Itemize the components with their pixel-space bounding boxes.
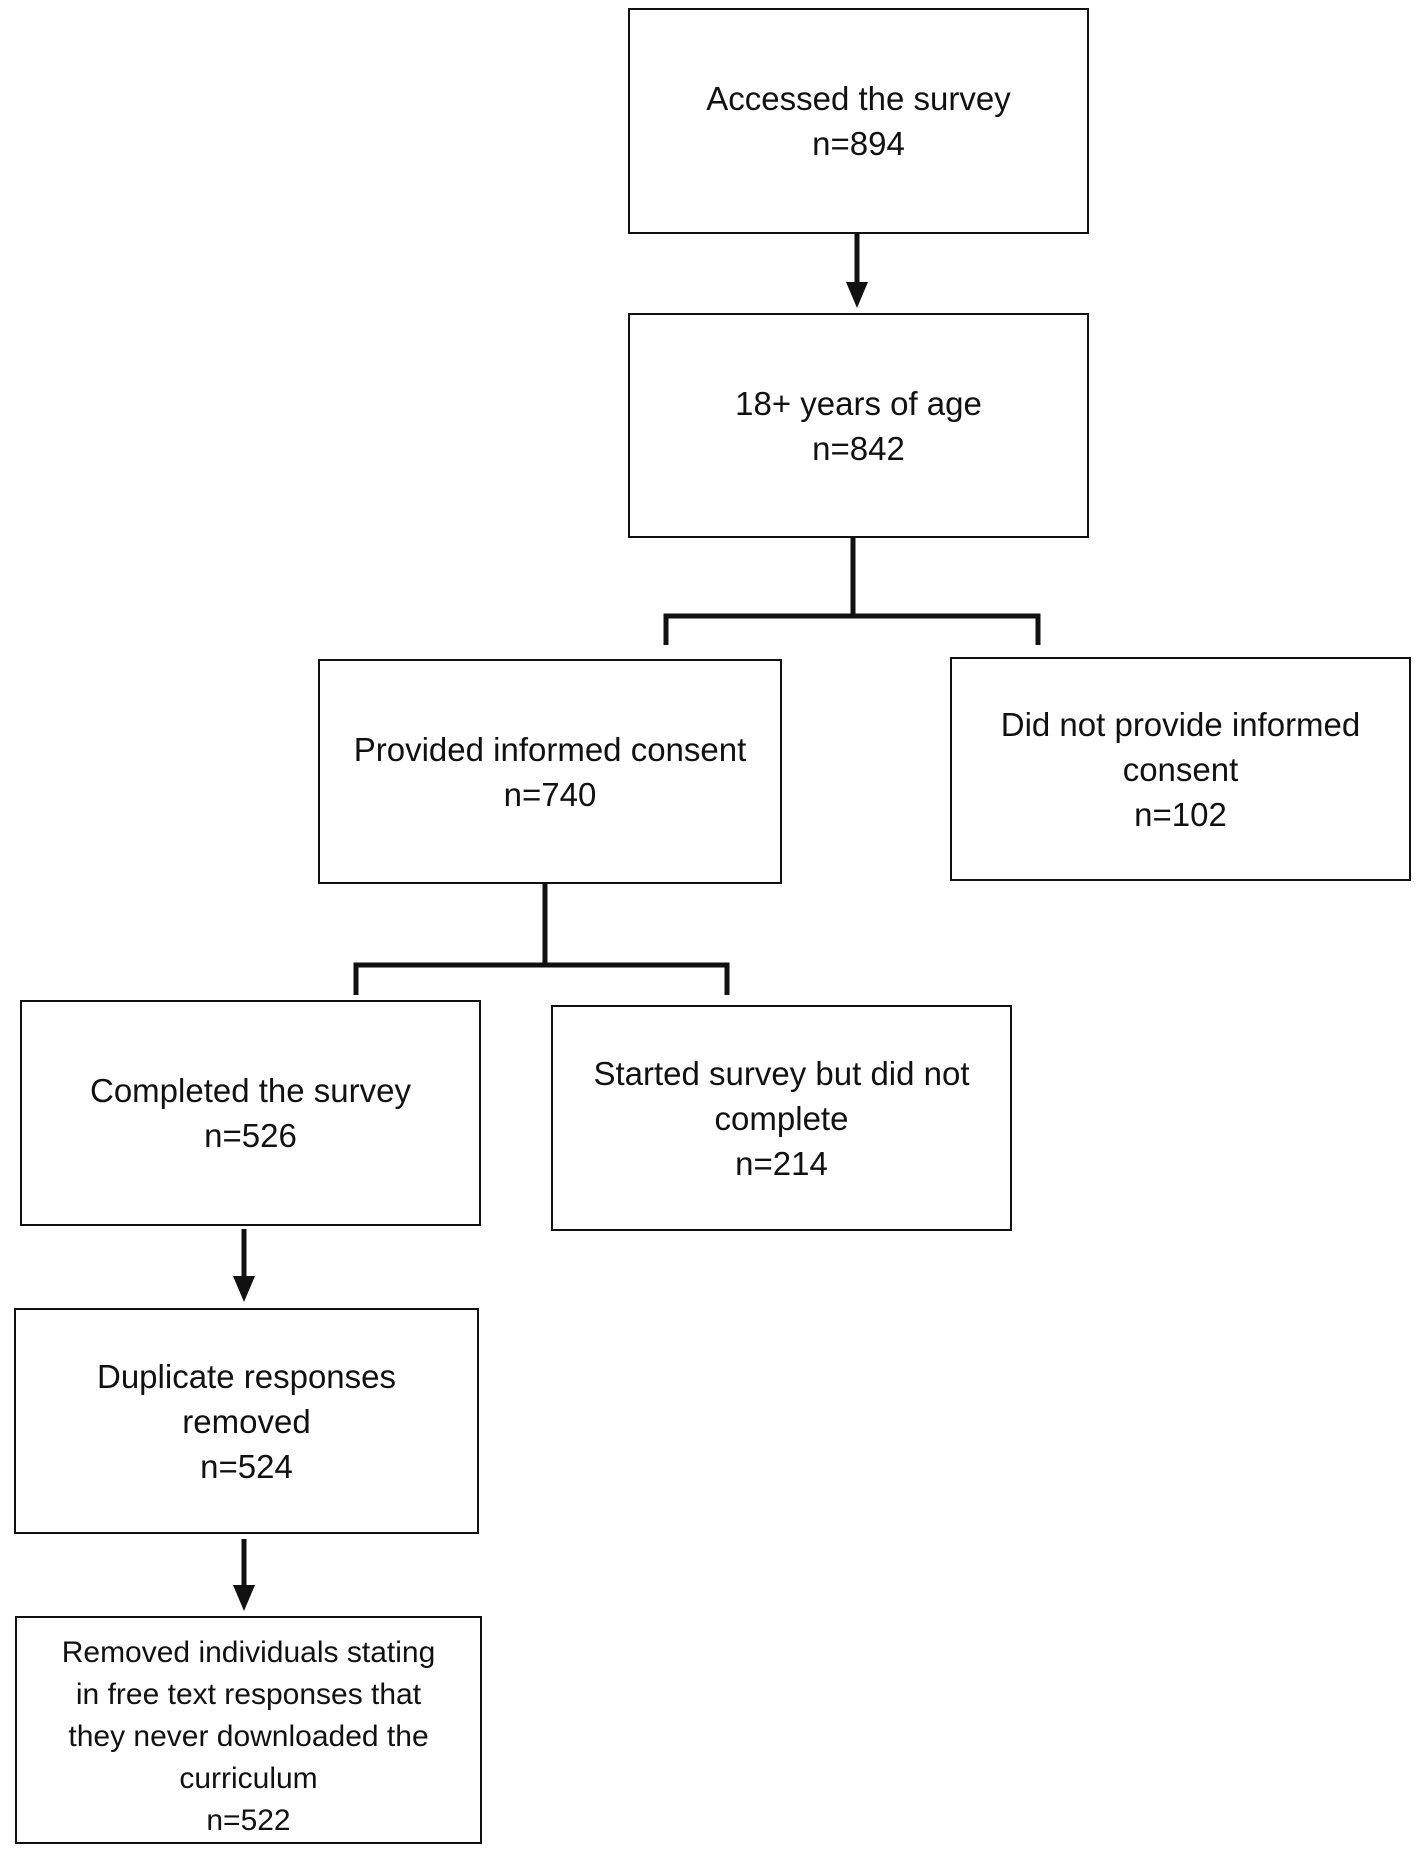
node-label-line1: Started survey but did not (593, 1054, 970, 1092)
node-label-line2: complete (714, 1099, 849, 1137)
node-count: n=740 (503, 775, 597, 813)
node-label: 18+ years of age (735, 384, 982, 422)
node-provided-consent: Provided informed consent n=740 (318, 659, 782, 884)
arrowhead-duplicates (233, 1276, 255, 1302)
connector-age-bracket (663, 613, 1041, 645)
node-duplicates-removed: Duplicate responses removed n=524 (14, 1308, 479, 1534)
connector-consent-bracket (353, 962, 730, 995)
node-count: n=524 (200, 1447, 293, 1485)
node-label: Provided informed consent (353, 730, 747, 768)
node-label-line4: curriculum (179, 1762, 318, 1795)
node-count: n=102 (1134, 795, 1227, 833)
node-label: Accessed the survey (706, 80, 1011, 117)
node-label-line1: Did not provide informed (1000, 705, 1361, 743)
node-count: n=522 (206, 1804, 291, 1837)
node-label-line2: consent (1122, 750, 1239, 788)
node-label-line2: removed (182, 1402, 311, 1440)
node-removed-individuals: Removed individuals stating in free text… (15, 1616, 482, 1844)
node-count: n=526 (204, 1117, 297, 1154)
node-count: n=894 (812, 125, 905, 162)
node-label: Completed the survey (90, 1072, 411, 1109)
node-count: n=842 (812, 429, 905, 467)
node-no-consent: Did not provide informed consent n=102 (950, 657, 1411, 881)
arrowhead-age (846, 282, 868, 308)
node-label-line3: they never downloaded the (68, 1720, 429, 1753)
node-accessed-survey: Accessed the survey n=894 (628, 8, 1089, 234)
node-label-line1: Removed individuals stating (61, 1636, 436, 1669)
node-count: n=214 (735, 1144, 828, 1182)
node-completed-survey: Completed the survey n=526 (20, 1000, 481, 1226)
node-label-line2: in free text responses that (75, 1678, 422, 1711)
node-18-plus: 18+ years of age n=842 (628, 313, 1089, 538)
node-label-line1: Duplicate responses (97, 1357, 396, 1395)
arrowhead-removed (233, 1585, 255, 1611)
node-incomplete: Started survey but did not complete n=21… (551, 1005, 1012, 1231)
